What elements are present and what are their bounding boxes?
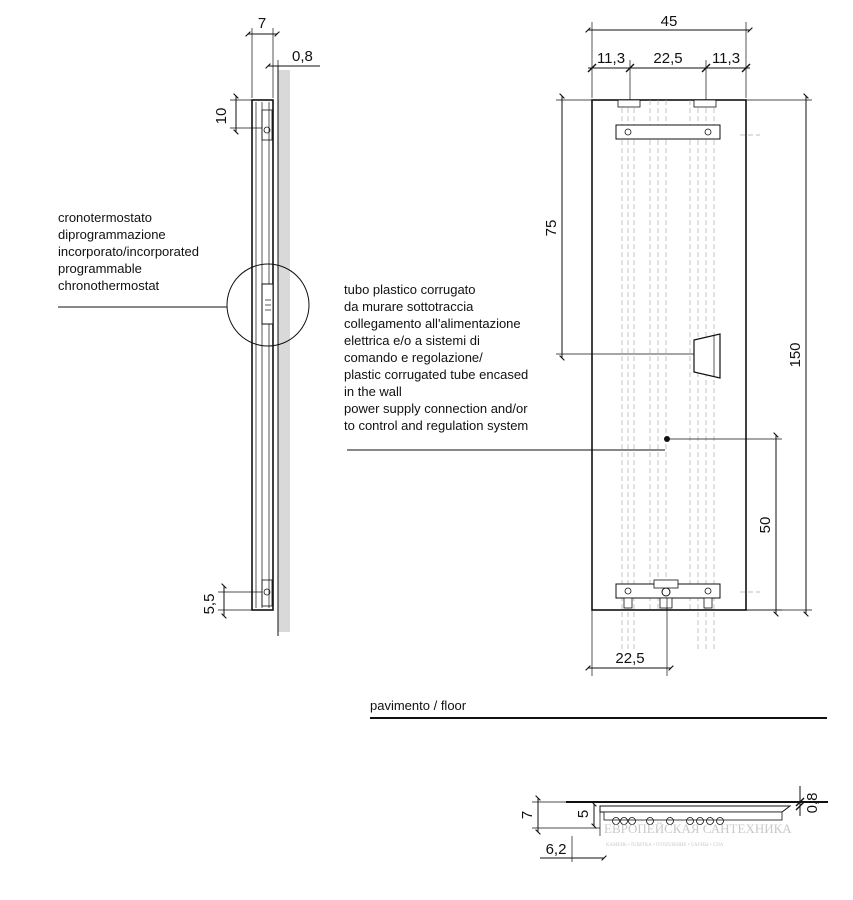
dim-front-upper-height: 75 <box>543 220 560 237</box>
thermostat-note-line: cronotermostato <box>58 210 152 225</box>
dim-front-total-height: 150 <box>787 342 804 367</box>
dim-front-lower-height: 50 <box>757 517 774 534</box>
watermark-title: ЕВРОПЕЙСКАЯ САНТЕХНИКА <box>604 821 792 836</box>
tube-note-line: in the wall <box>344 384 402 399</box>
dim-side-gap: 0,8 <box>292 48 313 65</box>
radiator-side-profile <box>251 99 274 611</box>
tube-note-line: to control and regulation system <box>344 418 528 433</box>
tube-note-line: elettrica e/o a sistemi di <box>344 333 480 348</box>
tube-note-line: power supply connection and/or <box>344 401 528 416</box>
dim-front-center: 22,5 <box>653 50 682 67</box>
thermostat-housing <box>693 333 721 379</box>
dim-top-gap: 0,8 <box>804 793 821 814</box>
tube-note-line: tubo plastico corrugato <box>344 282 476 297</box>
dim-front-left: 11,3 <box>597 50 625 67</box>
tube-note: tubo plastico corrugato da murare sottot… <box>344 282 532 433</box>
radiator-top-profile <box>599 805 792 813</box>
radiator-front-panel <box>591 99 747 611</box>
floor-label: pavimento / floor <box>370 698 467 713</box>
tube-note-line: comando e regolazione/ <box>344 350 483 365</box>
dim-side-depth: 7 <box>258 15 266 32</box>
dim-front-bottom-span: 22,5 <box>615 650 644 667</box>
dim-top-depth: 7 <box>519 811 536 819</box>
watermark-subtitle: КАМЕНЬ • ПЛИТКА • ОТОПЛЕНИЕ • САУНЫ • СП… <box>606 843 724 848</box>
thermostat-note-line: chronothermostat <box>58 278 160 293</box>
tube-note-line: collegamento all'alimentazione <box>344 316 521 331</box>
watermark-logo: ЕВРОПЕЙСКАЯ САНТЕХНИКА КАМЕНЬ • ПЛИТКА •… <box>604 821 792 848</box>
thermostat-note-line: programmable <box>58 261 142 276</box>
side-view: 7 0,8 10 5,5 cronotermostato diprogramma… <box>58 15 320 636</box>
dim-front-width: 45 <box>661 13 678 30</box>
top-bracket <box>615 124 721 140</box>
thermostat-note-line: incorporato/incorporated <box>58 244 199 259</box>
dim-side-bottom-offset: 5,5 <box>201 594 218 615</box>
dim-top-offset: 6,2 <box>546 841 567 858</box>
detail-circle <box>226 263 310 347</box>
top-view: 7 5 0,8 6,2 <box>519 786 828 862</box>
wall-section <box>278 70 290 632</box>
thermostat-note-line: diprogrammazione <box>58 227 166 242</box>
front-view: 45 11,3 22,5 11,3 75 150 50 22,5 tu <box>344 13 812 676</box>
tube-note-line: da murare sottotraccia <box>344 299 474 314</box>
thermostat-note: cronotermostato diprogrammazione incorpo… <box>58 210 203 293</box>
chronothermostat-device <box>261 283 274 325</box>
tube-note-line: plastic corrugated tube encased <box>344 367 528 382</box>
dim-top-inner: 5 <box>575 810 592 818</box>
floor: pavimento / floor <box>370 698 827 719</box>
dim-front-right: 11,3 <box>712 50 740 67</box>
dim-side-top-offset: 10 <box>213 108 230 125</box>
connection-point <box>664 436 670 442</box>
